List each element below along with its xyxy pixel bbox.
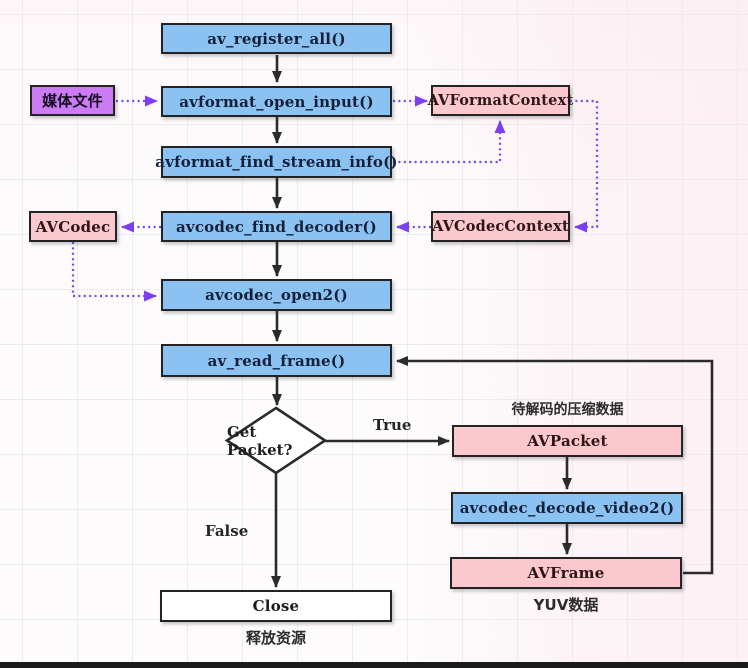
note-yuv-data: YUV数据 [533, 596, 599, 614]
node-avformat-find-stream-info: avformat_find_stream_info() [155, 146, 398, 178]
node-media-file: 媒体文件 [30, 85, 115, 116]
node-avformat-context: AVFormatContext [428, 85, 573, 116]
node-av-register-all: av_register_all() [161, 23, 392, 54]
node-avformat-open-input: avformat_open_input() [161, 86, 392, 117]
dotted-findstream-to-formatcontext [393, 120, 506, 164]
node-close: Close [160, 590, 392, 622]
node-avcodec-open2: avcodec_open2() [161, 279, 392, 311]
node-avcodec: AVCodec [29, 211, 117, 242]
edge-label-false: False [205, 522, 249, 540]
node-get-packet: Get Packet? [227, 422, 293, 459]
node-avcodec-find-decoder: avcodec_find_decoder() [161, 211, 392, 242]
node-avcodec-context: AVCodecContext [431, 211, 570, 242]
decision-diamond [224, 406, 328, 475]
node-avpacket: AVPacket [452, 425, 683, 457]
arrow-avframe-loop-to-readframe [396, 356, 714, 575]
dotted-formatcontext-to-codeccontext [570, 99, 599, 233]
note-release-resources: 释放资源 [245, 629, 306, 647]
node-avcodec-decode-video2: avcodec_decode_video2() [451, 492, 683, 524]
node-av-read-frame: av_read_frame() [161, 344, 392, 377]
edge-label-true: True [373, 416, 412, 434]
dotted-avcodec-to-open2 [71, 242, 157, 302]
bottom-edge-bar [0, 662, 748, 668]
note-packet-data: 待解码的压缩数据 [511, 402, 624, 418]
node-avframe: AVFrame [450, 557, 682, 589]
